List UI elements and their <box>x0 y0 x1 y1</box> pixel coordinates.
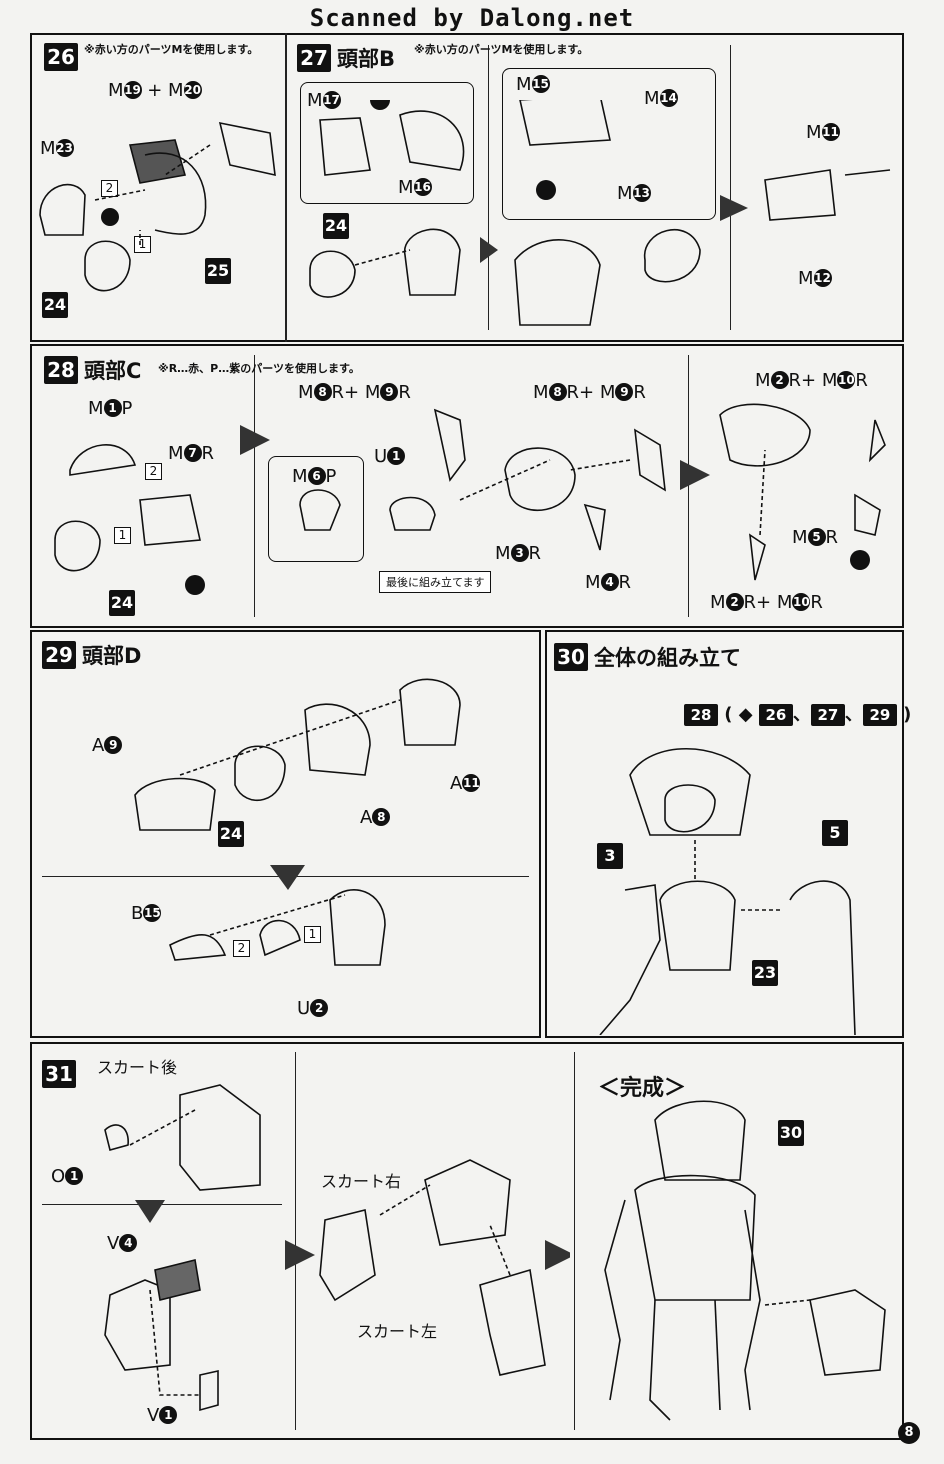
part-label-m19-m20: M19 + M20 <box>108 80 202 101</box>
divider <box>295 1052 296 1430</box>
part-label-m23: M23 <box>40 138 74 159</box>
panel-step-28 <box>30 344 904 628</box>
divider <box>688 355 689 617</box>
scan-credit: Scanned by Dalong.net <box>309 4 635 32</box>
part-label-b15: B15 <box>131 903 162 924</box>
step-heading: 全体の組み立て <box>594 646 741 670</box>
step-heading: 頭部C <box>84 359 142 383</box>
complete-title: ＜完成＞ <box>598 1076 687 1101</box>
panel-step-30 <box>545 630 904 1038</box>
ref-box-24: 24 <box>323 213 349 239</box>
part-label-a11: A11 <box>450 773 481 794</box>
divider <box>285 33 287 342</box>
part-label-m14: M14 <box>644 88 678 109</box>
part-label-m16: M16 <box>398 177 432 198</box>
step-heading: 頭部B <box>337 47 396 71</box>
step-28-illustration <box>54 403 886 595</box>
step-30-title: 30 全体の組み立て <box>554 642 741 672</box>
step-27-illustration <box>309 100 891 326</box>
ref-box-25: 25 <box>205 258 231 284</box>
ref-box-3: 3 <box>597 843 623 869</box>
step-27-note: ※赤い方のパーツMを使用します。 <box>414 43 589 56</box>
panel-row1 <box>30 33 904 342</box>
step-29-title: 29 頭部D <box>42 640 141 670</box>
part-label-m13: M13 <box>617 183 651 204</box>
ref-box-24: 24 <box>42 292 68 318</box>
skirt-back-label: スカート後 <box>97 1058 178 1077</box>
panel-step-31 <box>30 1042 904 1440</box>
step-26-illustration <box>39 121 276 292</box>
step-26-title: 26 <box>44 43 78 71</box>
ref-box-23: 23 <box>752 960 778 986</box>
ref-box-5: 5 <box>822 820 848 846</box>
step-28-title: 28 頭部C <box>44 355 141 385</box>
step-number: 28 <box>44 356 78 384</box>
step-number: 30 <box>554 643 588 671</box>
step-27-title: 27 頭部B <box>297 43 395 73</box>
step-number: 26 <box>44 43 78 71</box>
part-label-m12: M12 <box>798 268 832 289</box>
step-number: 29 <box>42 641 76 669</box>
assembly-callout: 最後に組み立てます <box>379 571 492 593</box>
sequence-1: 1 <box>134 236 151 253</box>
step-29-illustration <box>134 678 461 966</box>
step-number: 31 <box>42 1060 76 1088</box>
step-26-note: ※赤い方のパーツMを使用します。 <box>84 43 259 56</box>
skirt-left-label: スカート左 <box>357 1322 438 1341</box>
subassembly-frame <box>502 68 716 220</box>
sequence-1: 1 <box>114 527 131 544</box>
subassembly-frame <box>300 82 474 204</box>
step-30-illustration <box>599 748 856 1035</box>
page-number: 8 <box>898 1422 920 1444</box>
step-31-illustration <box>104 1084 570 1412</box>
completed-figure-illustration <box>604 1100 886 1421</box>
ref-box-24: 24 <box>218 821 244 847</box>
divider <box>574 1052 575 1430</box>
step-28-note: ※R…赤、P…紫のパーツを使用します。 <box>158 362 360 375</box>
divider <box>730 45 731 330</box>
step-31-title: 31 <box>42 1060 76 1088</box>
ref-box-24: 24 <box>109 590 135 616</box>
subassembly-frame <box>268 456 364 562</box>
part-label-m17: M17 <box>307 90 341 111</box>
step-heading: 頭部D <box>82 644 142 668</box>
assembly-reference: 28 ( ◆ 26、27、29 ) <box>684 700 911 726</box>
sequence-2: 2 <box>233 940 250 957</box>
part-label-m15: M15 <box>516 74 550 95</box>
step-number: 27 <box>297 44 331 72</box>
ref-box-30: 30 <box>778 1120 804 1146</box>
part-label-m11: M11 <box>806 122 840 143</box>
divider <box>254 355 255 617</box>
skirt-right-label: スカート右 <box>321 1172 402 1191</box>
sequence-2: 2 <box>101 180 118 197</box>
panel-step-29 <box>30 630 541 1038</box>
divider <box>488 45 489 330</box>
sequence-2: 2 <box>145 463 162 480</box>
sequence-1: 1 <box>304 926 321 943</box>
